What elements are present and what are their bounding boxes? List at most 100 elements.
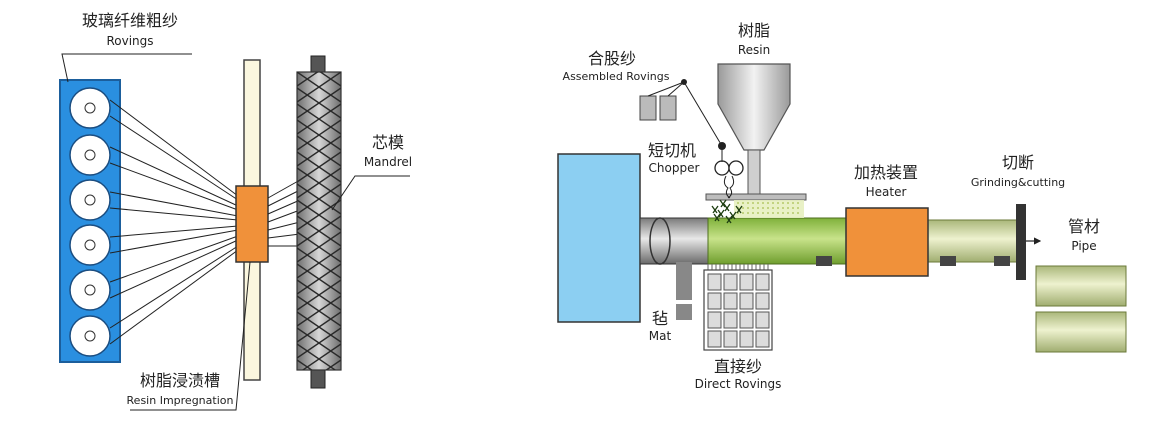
winding-line — [319, 72, 341, 87]
winding-line — [297, 295, 341, 327]
resin-dot — [742, 212, 744, 214]
right-continuous-winding-diagram: 树脂 Resin 合股纱 Assembled Rovings 短切机 Chopp… — [557, 21, 1127, 391]
fiber-strand — [109, 229, 239, 254]
chopper-label-en: Chopper — [649, 161, 700, 175]
chopped-fiber — [719, 199, 726, 208]
chopper-label-zh: 短切机 — [648, 141, 696, 160]
assembled-rovings-label-en: Assembled Rovings — [563, 70, 670, 83]
winding-line — [297, 103, 341, 135]
mat-label-zh: 毡 — [652, 309, 668, 328]
winding-line — [301, 343, 341, 370]
heater-box — [845, 207, 929, 277]
resin-dot — [742, 202, 744, 204]
support-pad-3 — [994, 256, 1010, 266]
chopped-fiber — [723, 203, 730, 212]
resin-dot — [747, 212, 749, 214]
resin-curtain — [734, 200, 804, 218]
chopped-fiber — [724, 203, 731, 212]
mat-feed — [676, 262, 692, 300]
left-filament-winding-diagram: 玻璃纤维粗纱 Rovings 芯模 Mandrel 树脂浸渍槽 Resin Im… — [59, 11, 412, 422]
roving-spool-hub — [84, 284, 96, 296]
resin-dot — [782, 212, 784, 214]
chopped-fiber — [735, 205, 742, 214]
roving-path-2 — [667, 81, 685, 97]
winding-line — [297, 231, 341, 263]
chopped-fiber — [714, 213, 721, 222]
chopper-roller-2 — [728, 160, 744, 176]
resin-impregnation-tank — [235, 185, 269, 263]
forming-pipe-after-heater — [927, 219, 1019, 263]
roving-spool-hub — [84, 102, 96, 114]
mandrel-flange — [649, 217, 671, 265]
cutting-label-en: Grinding&cutting — [971, 176, 1065, 189]
steel-mandrel-core — [639, 217, 713, 265]
assembled-rovings-label-zh: 合股纱 — [588, 49, 636, 68]
fiber-strand — [109, 235, 239, 283]
mandrel-winding-pattern — [297, 72, 341, 422]
direct-rovings-label-en: Direct Rovings — [695, 377, 782, 391]
winding-line — [297, 87, 341, 119]
resin-impregnation-label-en: Resin Impregnation — [127, 394, 234, 407]
winding-line — [297, 215, 341, 247]
resin-dot — [797, 202, 799, 204]
fiber-strand — [109, 146, 239, 207]
chopped-fiber — [718, 209, 725, 218]
resin-dot — [782, 207, 784, 209]
resin-dot — [777, 207, 779, 209]
direct-roving-spool — [755, 311, 770, 329]
resin-dot — [767, 207, 769, 209]
fiber-strand — [109, 249, 239, 345]
winding-line — [325, 359, 341, 370]
winding-line — [297, 167, 341, 199]
assembled-roving-spool-1 — [639, 95, 657, 121]
resin-dot — [797, 212, 799, 214]
chopper-roller-1 — [714, 160, 730, 176]
winding-line — [297, 183, 341, 215]
fiber-strand — [109, 191, 239, 217]
resin-dot — [792, 202, 794, 204]
support-pad-2 — [940, 256, 956, 266]
winding-line — [297, 327, 341, 359]
chopped-fiber — [730, 211, 737, 220]
direct-roving-spool — [739, 330, 754, 348]
resin-dot — [752, 207, 754, 209]
resin-impregnation-label-zh: 树脂浸渍槽 — [140, 371, 220, 390]
resin-dot — [747, 202, 749, 204]
direct-roving-spool — [739, 311, 754, 329]
roving-spool-hub — [84, 330, 96, 342]
winding-line — [297, 392, 341, 422]
fiber-strand — [109, 245, 239, 329]
resin-dot — [757, 207, 759, 209]
chopped-fiber — [725, 215, 732, 224]
resin-dot — [767, 212, 769, 214]
resin-dot — [797, 207, 799, 209]
resin-dot — [752, 212, 754, 214]
winding-line — [297, 151, 341, 183]
direct-roving-spool — [755, 292, 770, 310]
winding-line — [297, 359, 313, 370]
mandrel-label-zh: 芯模 — [372, 133, 404, 152]
resin-dot — [782, 202, 784, 204]
direct-roving-spool — [707, 273, 722, 291]
direct-roving-spool — [723, 292, 738, 310]
fiber-strands — [109, 99, 239, 345]
direct-roving-spool — [723, 311, 738, 329]
hopper-nozzle — [747, 149, 761, 195]
resin-dot — [747, 207, 749, 209]
mandrel-leader-line — [331, 175, 410, 211]
winding-line — [297, 199, 341, 231]
resin-dot — [772, 202, 774, 204]
pipe-label-zh: 管材 — [1068, 217, 1100, 236]
heater-label-zh: 加热装置 — [854, 163, 918, 182]
finished-pipe-2 — [1035, 311, 1127, 353]
resin-impregnation-leader-line — [130, 261, 251, 411]
rovings-leader-line — [61, 53, 192, 83]
chopped-fiber — [717, 209, 724, 218]
winding-line — [297, 135, 341, 167]
resin-dot — [762, 212, 764, 214]
mat-feed-lower — [676, 304, 692, 320]
direct-roving-spool — [707, 292, 722, 310]
direct-roving-spool — [707, 311, 722, 329]
resin-dot — [767, 202, 769, 204]
roving-spool-hub — [84, 194, 96, 206]
